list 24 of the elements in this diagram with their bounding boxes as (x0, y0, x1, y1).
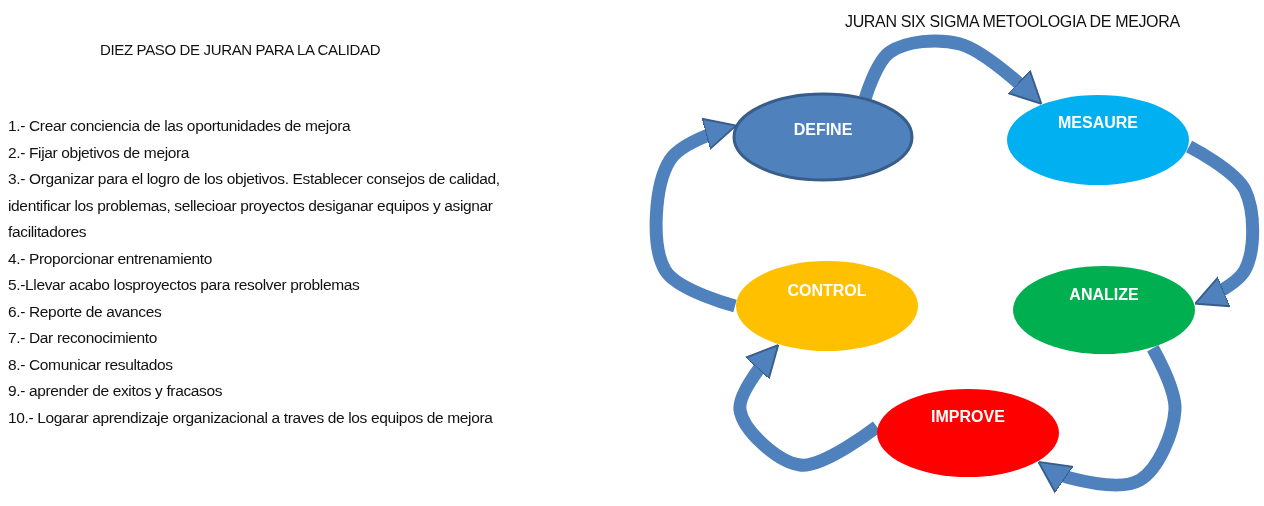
list-item: 2.- Fijar objetivos de mejora (8, 142, 190, 163)
ellipse-node (1006, 94, 1190, 186)
ellipse-node (1012, 265, 1196, 355)
node-label: DEFINE (793, 121, 853, 139)
ellipse-node (733, 93, 913, 181)
list-item: 9.- aprender de exitos y fracasos (8, 381, 223, 401)
curved-arrow (1186, 140, 1260, 310)
ellipse-node (735, 260, 919, 352)
node-label: ANALIZE (1069, 286, 1139, 304)
list-item: 3.- Organizar para el logro de los objetivos. Establecer consejos de calidad, identificar los problemas, sellecioar proyectos desiganar equipos y asignar facilitadores (8, 169, 501, 242)
list-item: 10.- Logarar aprendizaje organizacional a traves de los equipos de mejora (8, 407, 493, 428)
heading: JURAN SIX SIGMA METOOLOGIA DE MEJORA (845, 12, 1180, 32)
list-item: 1.- Crear conciencia de las oportunidades de mejora (8, 116, 351, 136)
node-label: IMPROVE (931, 408, 1005, 426)
curved-arrow (649, 118, 738, 313)
list-item: 8.- Comunicar resultados (8, 354, 173, 375)
node-label: CONTROL (787, 282, 867, 300)
list-item: 5.-Llevar acabo losproyectos para resolver problemas (8, 275, 360, 295)
node-label: MESAURE (1058, 114, 1138, 132)
heading: DIEZ PASO DE JURAN PARA LA CALIDAD (100, 40, 381, 60)
ellipse-node (876, 388, 1060, 478)
list-item: 6.- Reporte de avances (8, 301, 162, 322)
list-item: 7.- Dar reconocimiento (8, 328, 158, 348)
list-item: 4.- Proporcionar entrenamiento (8, 248, 213, 269)
